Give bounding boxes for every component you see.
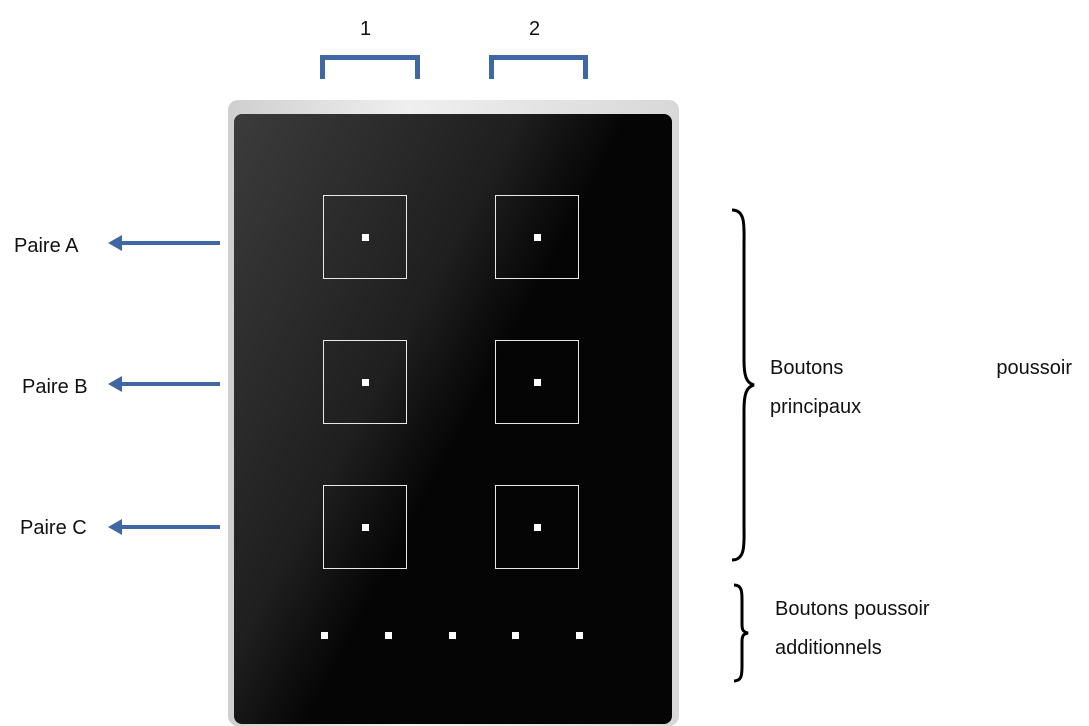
main-button-b2[interactable] (495, 340, 579, 424)
column-2-label: 2 (529, 18, 541, 40)
pair-b-label: Paire B (22, 376, 88, 398)
main-buttons-brace (731, 208, 755, 562)
led-indicator (534, 379, 541, 386)
pair-b-arrow (108, 376, 220, 392)
additional-button-3[interactable] (449, 632, 456, 639)
touch-panel (234, 114, 672, 724)
column-2-bracket (489, 55, 588, 79)
main-buttons-word-boutons: Boutons (770, 357, 844, 379)
led-indicator (534, 234, 541, 241)
led-indicator (362, 524, 369, 531)
additional-button-5[interactable] (576, 632, 583, 639)
main-button-c2[interactable] (495, 485, 579, 569)
pair-a-arrow (108, 235, 220, 251)
main-button-a2[interactable] (495, 195, 579, 279)
main-button-c1[interactable] (323, 485, 407, 569)
led-indicator (534, 524, 541, 531)
column-1-bracket (320, 55, 420, 79)
additional-buttons-label-line2: additionnels (775, 637, 882, 659)
pair-c-label: Paire C (20, 517, 87, 539)
led-indicator (362, 379, 369, 386)
led-indicator (362, 234, 369, 241)
main-buttons-label-line2: principaux (770, 396, 862, 418)
main-buttons-label-line1: Boutons poussoir (770, 358, 1072, 378)
additional-buttons-brace (733, 583, 749, 683)
pair-a-label: Paire A (14, 235, 79, 257)
main-buttons-word-poussoir: poussoir (996, 357, 1072, 379)
additional-button-1[interactable] (321, 632, 328, 639)
main-button-a1[interactable] (323, 195, 407, 279)
main-button-b1[interactable] (323, 340, 407, 424)
additional-buttons-label-line1: Boutons poussoir (775, 598, 930, 620)
column-1-label: 1 (360, 18, 372, 40)
additional-button-2[interactable] (385, 632, 392, 639)
additional-button-4[interactable] (512, 632, 519, 639)
pair-c-arrow (108, 519, 220, 535)
